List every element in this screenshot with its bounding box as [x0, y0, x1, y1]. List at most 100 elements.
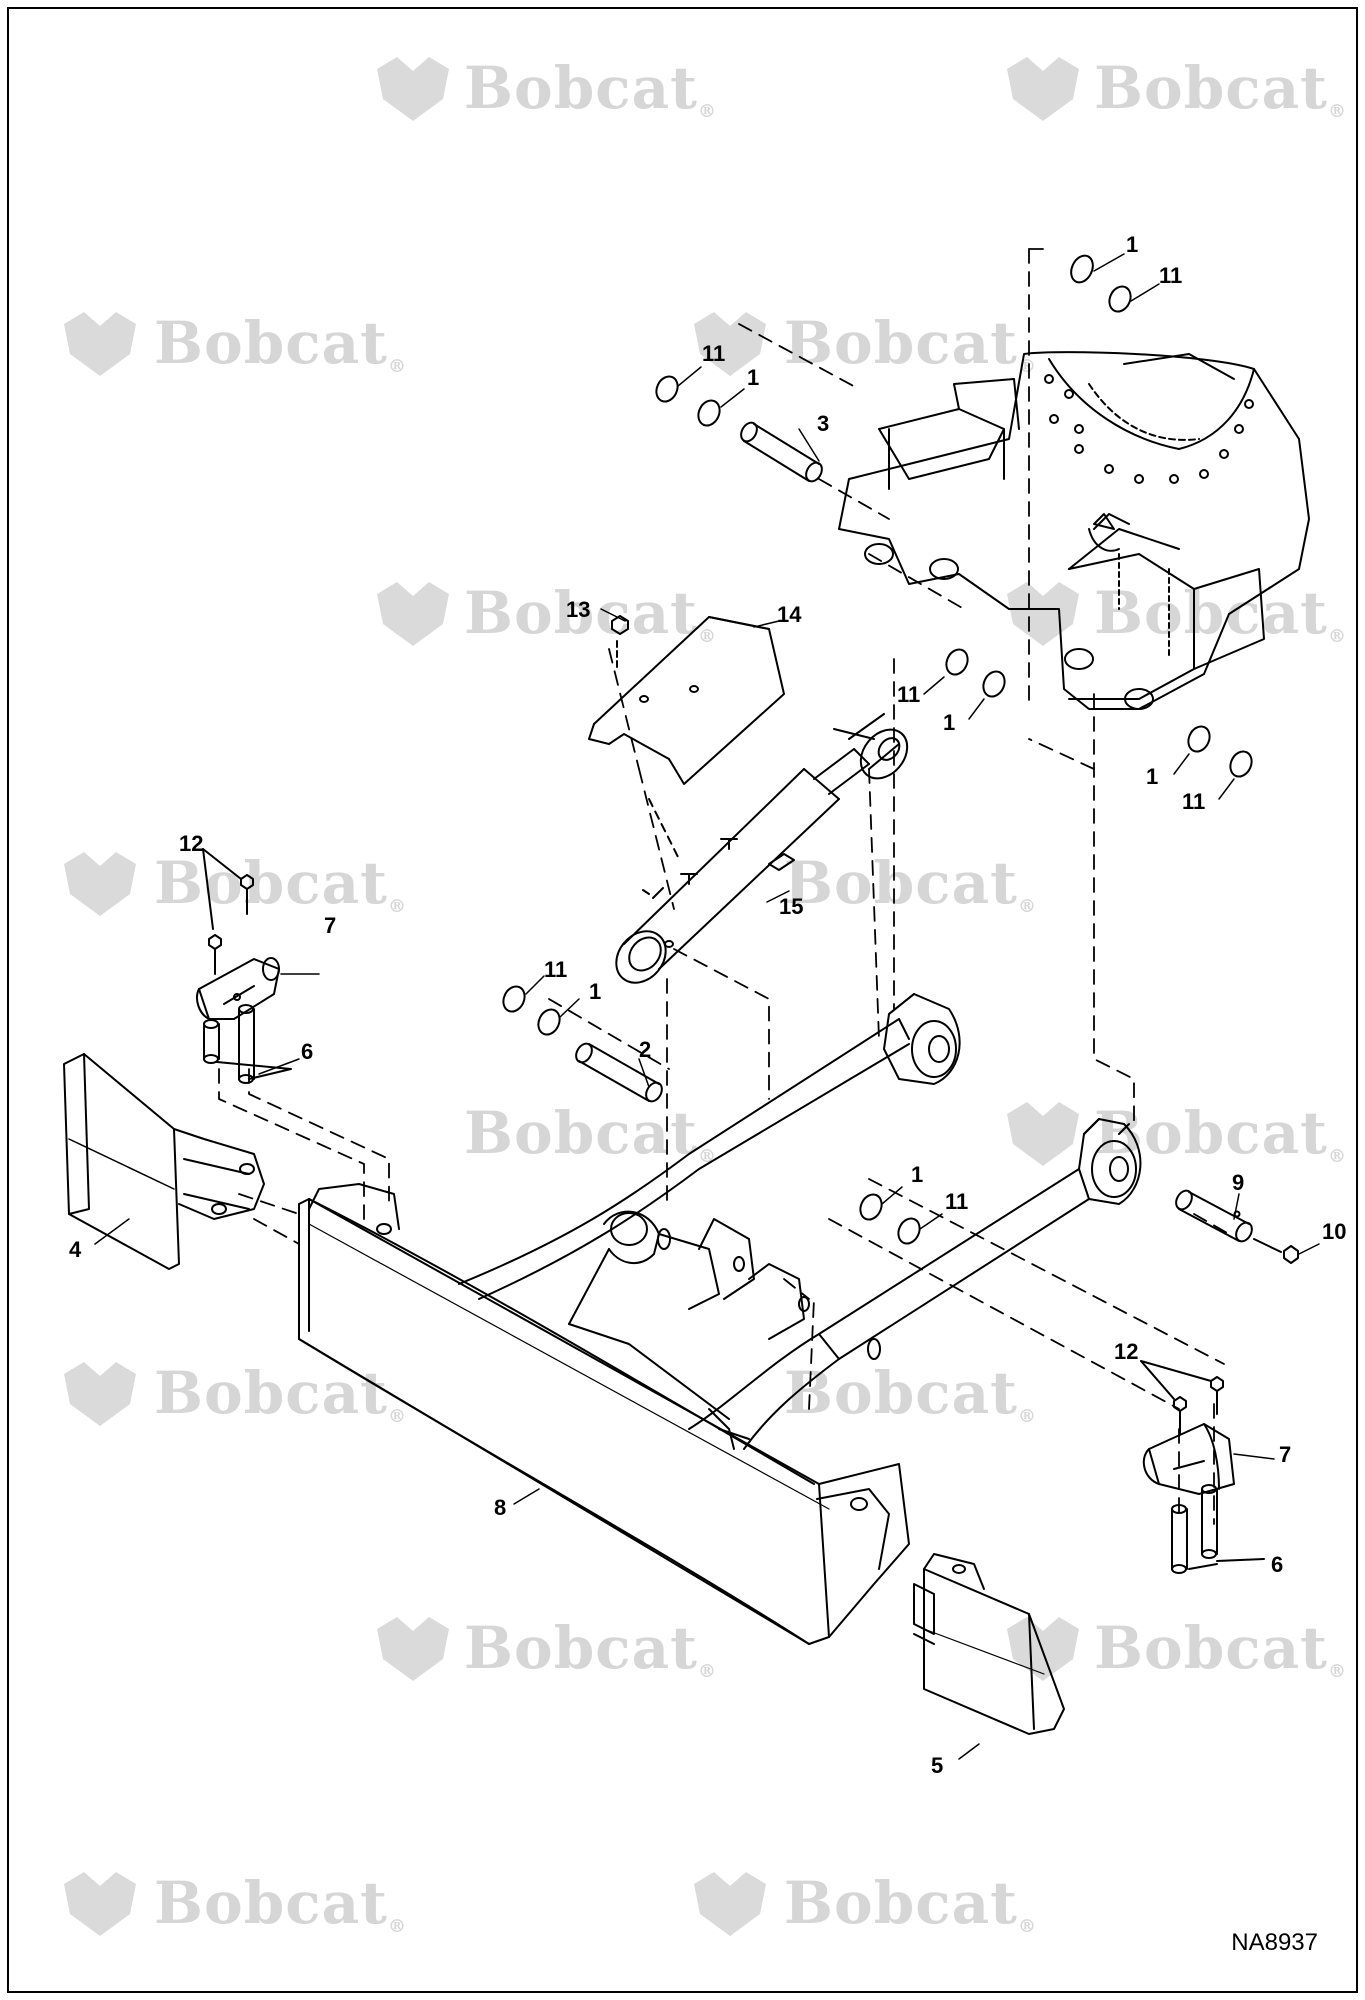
assembly-line [738, 323, 860, 390]
assembly-line [868, 768, 880, 1040]
assembly-line [828, 1218, 1180, 1410]
diagram-frame: Bobcat® Bobcat® Bobcat® Bobcat® Bobcat® … [7, 7, 1358, 1993]
watermark: Bobcat® [1094, 54, 1347, 122]
blade-wing-4 [63, 1053, 265, 1270]
callout-15: 15 [779, 894, 804, 919]
callout-7: 7 [1279, 1442, 1292, 1467]
watermark: Bobcat® [1094, 1614, 1347, 1682]
bobcat-head-logo [1007, 57, 1079, 121]
pin-9 [1175, 1189, 1253, 1243]
assembly-line [548, 998, 670, 1070]
clamp-7-right [1142, 1423, 1235, 1495]
callout-6: 6 [1271, 1552, 1284, 1577]
callout-1: 1 [747, 365, 760, 390]
bolt-10 [1253, 1238, 1299, 1264]
exploded-parts-diagram [63, 57, 1320, 1936]
callout-7: 7 [324, 913, 337, 938]
callout-6: 6 [301, 1039, 314, 1064]
assembly-line [1028, 738, 1095, 770]
washer [982, 670, 1006, 698]
swing-frame-casting [838, 351, 1310, 710]
watermark: Bobcat® [154, 1869, 407, 1937]
callout-3: 3 [817, 411, 830, 436]
callout-11: 11 [1159, 263, 1183, 288]
cylinder-cover-14 [588, 616, 785, 785]
clamp-7-left [196, 957, 280, 1020]
watermark: Bobcat® [154, 309, 407, 377]
washer [697, 399, 721, 427]
assembly-line [218, 1068, 365, 1225]
watermark: Bobcat® [1094, 579, 1347, 647]
snap-ring [897, 1217, 921, 1245]
callout-1: 1 [589, 979, 602, 1004]
assembly-line [638, 768, 675, 910]
bobcat-head-logo [64, 1872, 136, 1936]
watermark: Bobcat® [784, 1869, 1037, 1937]
bolt-12-right [1140, 1360, 1224, 1435]
bobcat-head-logo [64, 1362, 136, 1426]
nut-13 [611, 615, 680, 860]
pin-2 [575, 1042, 663, 1103]
bobcat-head-logo [1007, 1102, 1079, 1166]
callout-11: 11 [897, 682, 921, 707]
bobcat-head-logo-group [64, 57, 1079, 1936]
assembly-line [673, 948, 770, 1100]
assembly-line [608, 648, 640, 770]
assembly-lines [218, 248, 1230, 1525]
hydraulic-cylinder-15 [615, 713, 909, 984]
callout-11: 11 [1182, 789, 1206, 814]
callout-1: 1 [1126, 232, 1139, 257]
callout-13: 13 [566, 597, 591, 622]
washer [1070, 254, 1094, 284]
pins-6-left [203, 1004, 292, 1084]
watermark: Bobcat® [784, 849, 1037, 917]
blade-push-frame [458, 993, 1142, 1450]
snap-ring [945, 648, 969, 676]
callout-5: 5 [931, 1753, 944, 1778]
callout-1: 1 [943, 710, 956, 735]
blade-wing-5 [913, 1553, 1065, 1735]
assembly-line [248, 1068, 390, 1210]
callout-4: 4 [69, 1237, 82, 1262]
assembly-line [1193, 1213, 1230, 1235]
watermark: Bobcat® [154, 849, 407, 917]
bobcat-head-logo [694, 1872, 766, 1936]
callout-8: 8 [494, 1495, 507, 1520]
dozer-blade-8 [298, 1183, 910, 1645]
bobcat-head-logo [377, 582, 449, 646]
bolt-12-left [202, 848, 254, 975]
watermark: Bobcat® [464, 1099, 717, 1167]
pin-3 [740, 421, 823, 483]
bobcat-head-logo [64, 852, 136, 916]
snap-ring [655, 375, 679, 403]
assembly-line [253, 1218, 300, 1245]
callout-10: 10 [1322, 1219, 1347, 1244]
bobcat-head-logo [1007, 582, 1079, 646]
pins-6-right [1171, 1484, 1265, 1574]
snap-ring [1229, 750, 1253, 778]
drawing-number: NA8937 [1231, 1929, 1318, 1956]
callout-11: 11 [702, 341, 726, 366]
callout-11: 11 [544, 957, 568, 982]
callout-9: 9 [1232, 1170, 1245, 1195]
assembly-line [818, 478, 890, 520]
washer-group [502, 254, 1253, 1245]
assembly-line [868, 1178, 1225, 1365]
watermark: Bobcat® [464, 579, 717, 647]
callout-14: 14 [777, 602, 802, 627]
assembly-line [238, 1193, 300, 1215]
snap-ring [1108, 285, 1132, 313]
leader-lines [94, 253, 1320, 1760]
watermark: Bobcat® [154, 1359, 407, 1427]
callout-12: 12 [179, 831, 204, 856]
watermark: Bobcat® [464, 54, 717, 122]
snap-ring [502, 985, 526, 1013]
bobcat-head-logo [64, 312, 136, 376]
bobcat-head-logo [1007, 1617, 1079, 1681]
washer [1187, 725, 1211, 753]
callout-1: 1 [911, 1162, 924, 1187]
callout-11: 11 [945, 1189, 969, 1214]
assembly-line [808, 1298, 815, 1410]
watermark: Bobcat® [464, 1614, 717, 1682]
assembly-line [1093, 693, 1135, 1130]
